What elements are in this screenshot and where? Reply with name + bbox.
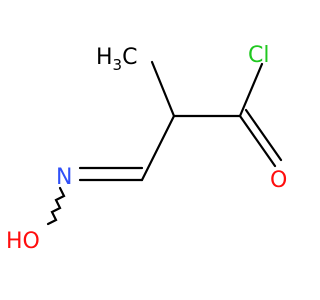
bond-carbonyl-cl [238,62,264,118]
oxygen-label: O [270,168,287,193]
bond-methyl-ch [150,60,176,118]
molecule-diagram: H3C Cl O N HO [6,43,288,254]
bond-n-o-wavy [46,186,66,226]
methyl-label: H3C [96,45,137,74]
atom-labels: H3C Cl O N HO [6,43,287,254]
nitrogen-label: N [56,165,72,190]
hydroxyl-label: HO [6,229,40,254]
bond-carbonyl-o-a [238,114,277,168]
bonds [46,60,283,226]
structure-drawing: H3C Cl O N HO [6,43,287,254]
bond-carbonyl-o-b [244,108,283,162]
bond-ch-ch-imine [140,114,176,182]
chlorine-label: Cl [248,43,269,68]
